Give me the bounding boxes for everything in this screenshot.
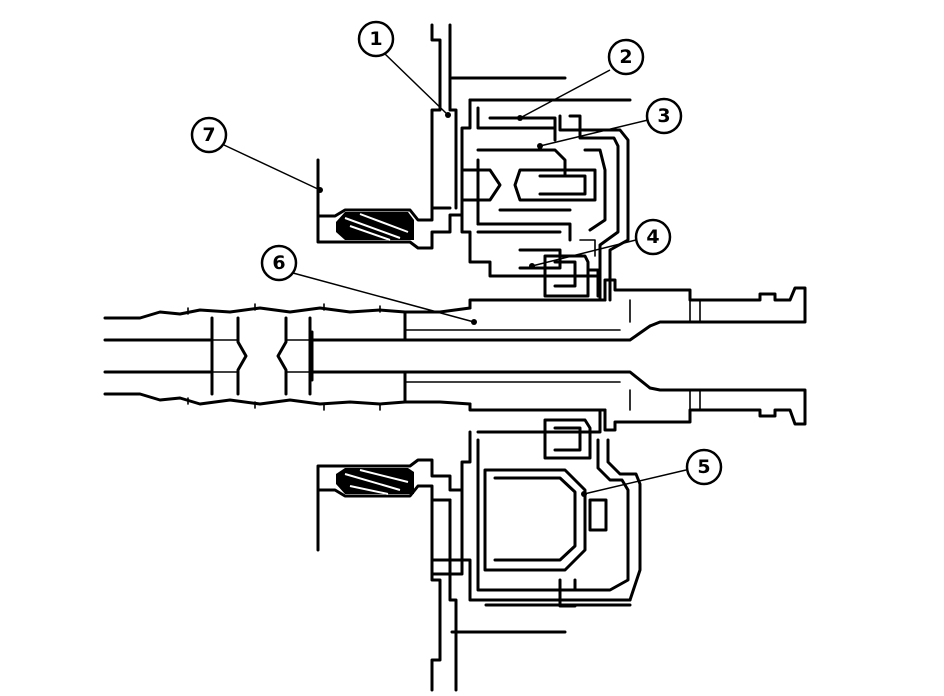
release-lever-lower xyxy=(316,458,464,576)
output-shaft xyxy=(603,278,807,432)
callout-4-label: 4 xyxy=(646,226,659,248)
callout-2: 2 xyxy=(607,38,645,76)
leader-1 xyxy=(383,52,449,116)
lower-clutch-assembly xyxy=(460,408,642,608)
callout-3: 3 xyxy=(645,97,683,135)
callout-1-label: 1 xyxy=(369,28,382,50)
leader-4 xyxy=(531,239,637,267)
callout-5: 5 xyxy=(685,448,723,486)
callout-7: 7 xyxy=(190,116,228,154)
callout-5-label: 5 xyxy=(697,456,710,478)
leader-3 xyxy=(539,119,649,147)
callout-6-label: 6 xyxy=(272,252,285,274)
callout-6: 6 xyxy=(260,244,298,282)
release-lever-upper xyxy=(316,158,464,250)
leader-6 xyxy=(292,272,475,323)
callout-3-label: 3 xyxy=(657,105,670,127)
callout-4: 4 xyxy=(634,218,672,256)
callout-2-label: 2 xyxy=(619,46,632,68)
main-shaft xyxy=(103,298,652,412)
callout-7-label: 7 xyxy=(202,124,215,146)
leader-7 xyxy=(223,144,321,191)
leader-lines xyxy=(223,52,687,497)
leader-5 xyxy=(583,469,687,495)
callout-1: 1 xyxy=(357,20,395,58)
upper-clutch-assembly xyxy=(460,98,632,302)
leader-2 xyxy=(519,69,611,119)
